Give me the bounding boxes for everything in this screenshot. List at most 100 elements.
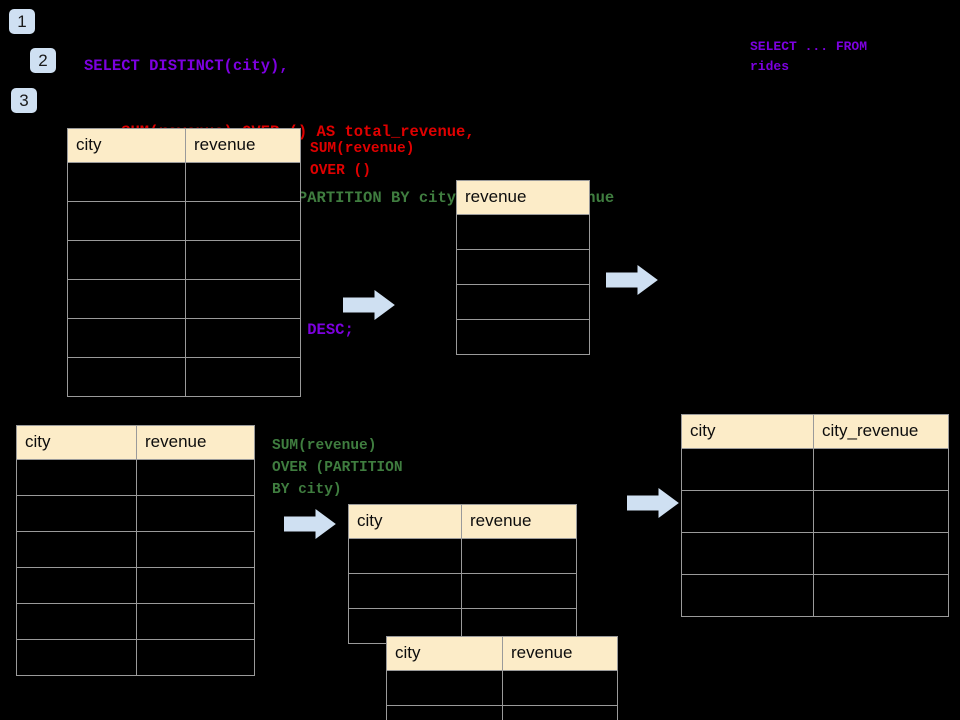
- cell-city-revenue: [813, 574, 949, 617]
- cell-city: [67, 201, 186, 241]
- cell-city-revenue: [813, 532, 949, 575]
- table-row: [456, 284, 590, 320]
- cell-city: [16, 567, 137, 604]
- table-partition-back: city revenue: [348, 504, 577, 644]
- column-header-revenue: revenue: [461, 504, 577, 539]
- table-row: [348, 573, 577, 609]
- table-header-row: city revenue: [16, 425, 255, 460]
- cell-revenue: [456, 249, 590, 285]
- cell-revenue: [185, 357, 301, 397]
- column-header-city: city: [67, 128, 186, 163]
- arrow-right-icon: [342, 290, 395, 320]
- cell-revenue: [456, 319, 590, 355]
- cell-revenue: [502, 670, 618, 706]
- cell-city: [67, 357, 186, 397]
- cell-revenue: [136, 459, 255, 496]
- cell-city-revenue: [813, 490, 949, 533]
- cell-city: [386, 670, 503, 706]
- table-row: [456, 214, 590, 250]
- table-row: [456, 249, 590, 285]
- table-row: [16, 531, 255, 568]
- table-row: [67, 240, 301, 280]
- column-header-revenue: revenue: [185, 128, 301, 163]
- cell-city: [681, 574, 814, 617]
- table-row: [681, 574, 949, 617]
- cell-city: [16, 531, 137, 568]
- table-row: [16, 639, 255, 676]
- annotation-select-from-rides: SELECT ... FROM rides: [750, 39, 868, 74]
- step-badge-3: 3: [11, 88, 37, 113]
- arrow-rides-to-total: [342, 289, 395, 326]
- sql-line-1: SELECT DISTINCT(city),: [84, 57, 289, 75]
- cell-revenue: [456, 214, 590, 250]
- cell-revenue: [185, 279, 301, 319]
- cell-city: [16, 603, 137, 640]
- step-badge-2: 2: [30, 48, 56, 73]
- step-badge-1-label: 1: [17, 12, 27, 31]
- arrow-total-to-result: [605, 264, 658, 301]
- table-header-row: city revenue: [67, 128, 301, 163]
- table-row: [348, 538, 577, 574]
- cell-revenue: [185, 162, 301, 202]
- table-result: city city_revenue: [681, 414, 949, 617]
- cell-city: [681, 532, 814, 575]
- table-total-revenue: revenue: [456, 180, 590, 355]
- cell-revenue: [136, 639, 255, 676]
- cell-revenue: [461, 538, 577, 574]
- column-header-revenue: revenue: [502, 636, 618, 671]
- table-row: [16, 603, 255, 640]
- column-header-revenue: revenue: [456, 180, 590, 215]
- table-header-row: city revenue: [348, 504, 577, 539]
- cell-revenue: [185, 201, 301, 241]
- table-row: [67, 279, 301, 319]
- cell-city: [16, 495, 137, 532]
- cell-revenue: [136, 495, 255, 532]
- cell-city: [67, 318, 186, 358]
- cell-city: [348, 573, 462, 609]
- column-header-city: city: [386, 636, 503, 671]
- cell-revenue: [136, 603, 255, 640]
- arrow-right-icon: [626, 488, 679, 518]
- cell-city: [681, 490, 814, 533]
- table-row: [681, 532, 949, 575]
- cell-city: [348, 538, 462, 574]
- cell-revenue: [185, 240, 301, 280]
- annotation-sum-over-partition: SUM(revenue) OVER (PARTITION BY city): [272, 438, 403, 498]
- column-header-city-revenue: city_revenue: [813, 414, 949, 449]
- cell-revenue: [136, 531, 255, 568]
- table-header-row: city revenue: [386, 636, 618, 671]
- table-header-row: city city_revenue: [681, 414, 949, 449]
- cell-revenue: [461, 573, 577, 609]
- column-header-city: city: [681, 414, 814, 449]
- cell-revenue: [502, 705, 618, 720]
- cell-city: [67, 279, 186, 319]
- cell-city: [67, 162, 186, 202]
- table-row: [67, 318, 301, 358]
- table-rides-top: city revenue: [67, 128, 301, 397]
- arrow-partition-to-result: [626, 487, 679, 524]
- arrow-right-icon: [605, 265, 658, 295]
- step-badge-1: 1: [9, 9, 35, 34]
- column-header-city: city: [348, 504, 462, 539]
- column-header-revenue: revenue: [136, 425, 255, 460]
- table-row: [67, 201, 301, 241]
- table-row: [16, 495, 255, 532]
- table-row: [16, 459, 255, 496]
- cell-city: [67, 240, 186, 280]
- cell-revenue: [136, 567, 255, 604]
- cell-city-revenue: [813, 448, 949, 491]
- table-row: [16, 567, 255, 604]
- cell-city: [16, 639, 137, 676]
- cell-city: [386, 705, 503, 720]
- table-row: [67, 162, 301, 202]
- arrow-rides-to-partition: [283, 508, 336, 545]
- cell-revenue: [185, 318, 301, 358]
- column-header-city: city: [16, 425, 137, 460]
- table-row: [456, 319, 590, 355]
- step-badge-2-label: 2: [38, 51, 48, 70]
- table-rides-bottom: city revenue: [16, 425, 255, 676]
- annotation-sum-over-empty: SUM(revenue) OVER (): [310, 141, 415, 179]
- table-row: [681, 490, 949, 533]
- table-partition-front: city revenue: [386, 636, 618, 720]
